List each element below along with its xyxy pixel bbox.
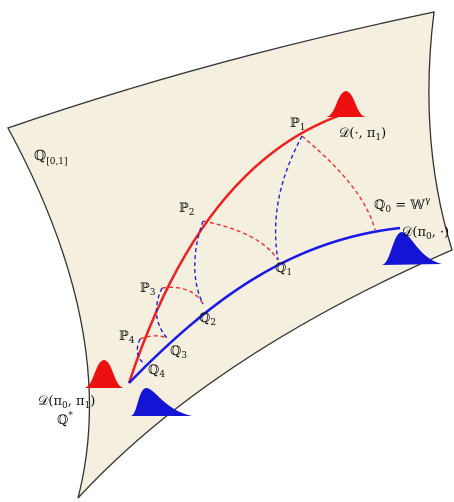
label-dist-origin: 𝒟(π0, π1) xyxy=(38,394,95,411)
red-dashed-p2-q1 xyxy=(202,220,279,261)
label-p1: ℙ1 xyxy=(290,116,306,133)
manifold-surface xyxy=(7,11,453,499)
red-dashed-p1-q0 xyxy=(301,135,376,231)
blue-dashed-p1-q1 xyxy=(274,135,303,261)
label-q0-equals-w-gamma: ℚ0 = 𝕎γ xyxy=(374,196,430,215)
label-q2: ℚ2 xyxy=(199,311,216,328)
blue-dashed-p2-q2 xyxy=(194,220,204,305)
blue-curve-q-path xyxy=(128,226,401,384)
label-q-star: ℚ* xyxy=(57,411,73,428)
red-dashed-p4-q3 xyxy=(139,335,168,340)
label-p3: ℙ3 xyxy=(140,281,156,298)
red-dashed-p3-q2 xyxy=(161,286,204,305)
red-distribution-origin-icon xyxy=(84,360,124,388)
label-p2: ℙ2 xyxy=(179,201,195,218)
red-curve-p-path xyxy=(127,114,339,384)
label-dist-blue-right: 𝒟(π0, ·) xyxy=(402,225,449,242)
blue-dashed-p4-q4 xyxy=(136,338,146,365)
blue-distribution-right-icon xyxy=(382,232,442,265)
manifold-label: ℚ[0,1] xyxy=(34,148,68,167)
red-distribution-top-icon xyxy=(326,91,366,117)
label-p4: ℙ4 xyxy=(119,329,135,346)
label-q3: ℚ3 xyxy=(170,344,187,361)
blue-distribution-origin-icon xyxy=(131,387,192,416)
label-q1: ℚ1 xyxy=(275,261,292,278)
label-q4: ℚ4 xyxy=(148,363,165,380)
label-dist-red-top: 𝒟(·, π1) xyxy=(339,126,386,143)
